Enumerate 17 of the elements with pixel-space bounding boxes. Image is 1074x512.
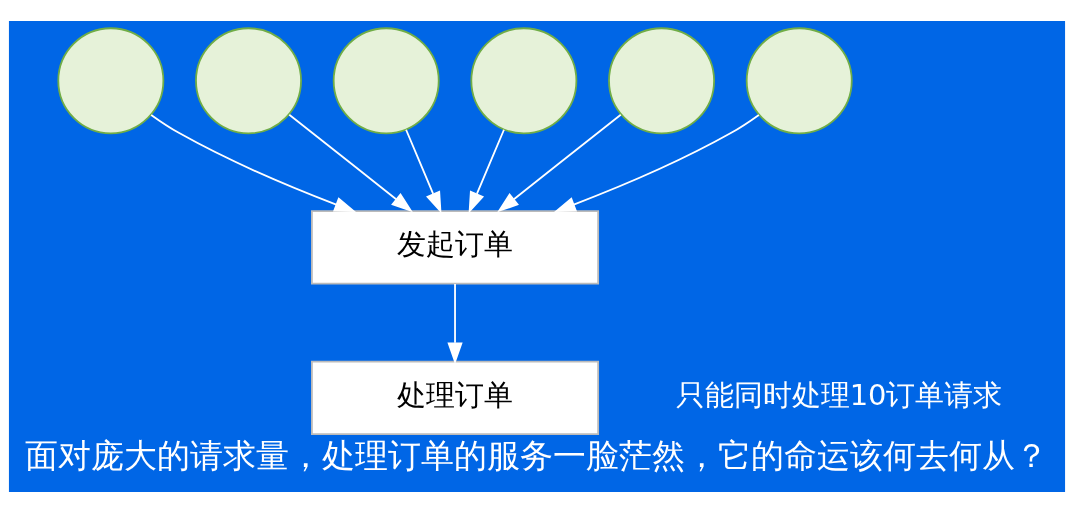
node-circle	[608, 26, 715, 134]
arrow	[497, 113, 622, 212]
node-box: 发起订单	[311, 209, 600, 285]
node-circle	[470, 26, 578, 134]
arrow	[447, 282, 463, 364]
node-label: 只能同时处理10订单请求	[675, 377, 1003, 412]
node-circle	[332, 26, 440, 134]
arrow	[405, 128, 442, 214]
arrow	[468, 128, 505, 214]
node-circle	[57, 26, 165, 134]
caption: 面对庞大的请求量，处理订单的服务一脸茫然，它的命运该何去何从？	[25, 436, 1049, 475]
arrow	[554, 113, 760, 212]
node-box: 处理订单	[311, 360, 600, 435]
arrow	[288, 113, 413, 212]
node-circle	[745, 26, 853, 134]
node-circle	[195, 26, 302, 134]
arrow	[150, 113, 357, 212]
